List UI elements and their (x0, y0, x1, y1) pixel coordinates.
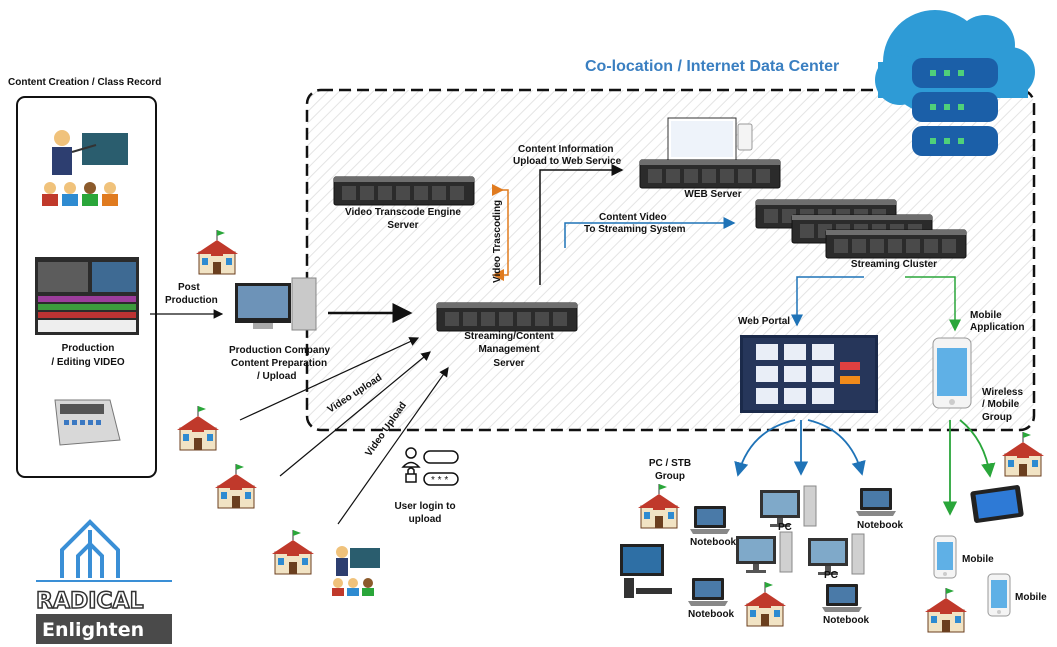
notebook-icon-3 (688, 578, 728, 606)
notebook-icon-2 (856, 488, 896, 516)
school-icon-pc-bottom (743, 581, 787, 627)
notebook-icon-1 (690, 506, 730, 534)
production-workstation-icon (235, 277, 317, 331)
management-server-icon (436, 302, 578, 332)
management-label-3: Server (493, 358, 524, 369)
pc-icon-3 (807, 533, 865, 576)
cluster-to-portal-arrow (791, 276, 864, 327)
mobile-group-arrow-right (959, 419, 996, 478)
content-info-1: Content Information (518, 144, 614, 155)
notebook-label-1: Notebook (690, 537, 737, 548)
notebook-icon-4 (822, 584, 862, 612)
teacher-icon-bottom (332, 546, 380, 596)
datacenter-title: Co-location / Internet Data Center (585, 58, 839, 75)
user-login-label-1: User login to (394, 501, 455, 512)
mobile-phone-icon-1 (933, 535, 957, 579)
web-server-icon (639, 117, 781, 189)
transcoding-arrow (492, 184, 509, 281)
notebook-label-4: Notebook (823, 615, 870, 626)
management-label-2: Management (478, 344, 540, 355)
notebook-label-3: Notebook (688, 609, 735, 620)
content-video-2: To Streaming System (584, 224, 686, 235)
pc-icon-1 (759, 485, 817, 528)
user-login-label-2: upload (409, 514, 442, 525)
content-creation-title: Content Creation / Class Record (8, 77, 161, 88)
pc-label-1: PC (778, 522, 792, 533)
school-icon-upload2 (214, 463, 258, 509)
logo-bottom-text: Enlighten (42, 619, 144, 641)
mobile-app-label-2: Application (970, 322, 1024, 333)
tablet-icon (970, 485, 1024, 523)
production-company-3: / Upload (257, 371, 296, 382)
pc-label-2: PC (824, 570, 838, 581)
cloud-database-icon (875, 10, 1035, 156)
editing-label: / Editing VIDEO (51, 357, 125, 368)
transcode-label-1: Video Transcode Engine (345, 207, 461, 218)
transcoding-label: Video Trascoding (492, 200, 503, 283)
web-portal-label: Web Portal (738, 316, 790, 327)
radical-enlighten-logo: RADICAL Enlighten (35, 519, 172, 644)
production-company-1: Production Company (229, 345, 331, 356)
school-icon-upload1 (176, 405, 220, 451)
web-portal-screen-icon (740, 335, 878, 413)
content-info-2: Upload to Web Service (513, 156, 622, 167)
stb-icon (620, 544, 672, 598)
user-login-icon: * * * (401, 447, 459, 486)
school-icon-post (195, 229, 239, 275)
school-icon-upload3 (271, 529, 315, 575)
portal-to-notebook-arrow (807, 419, 866, 476)
wireless-label-1: Wireless (982, 387, 1023, 398)
notebook-label-2: Notebook (857, 520, 904, 531)
teacher-class-icon (42, 130, 128, 206)
editing-software-icon (35, 257, 139, 335)
post-label-1: Post (178, 282, 200, 293)
video-mixer-icon (54, 399, 121, 446)
mobile-app-label-1: Mobile (970, 310, 1002, 321)
mobile-label-2: Mobile (1015, 592, 1047, 603)
school-icon-mobile-group (1001, 431, 1045, 477)
logo-top-text: RADICAL (36, 589, 144, 614)
production-company-2: Content Preparation (231, 358, 327, 369)
streaming-cluster-label: Streaming Cluster (851, 259, 937, 270)
content-info-arrow (539, 164, 624, 285)
video-upload-arrow-2 (279, 351, 431, 477)
content-creation-panel: Content Creation / Class Record Producti… (8, 77, 161, 478)
mobile-phone-icon-2 (987, 573, 1011, 617)
post-label-2: Production (165, 295, 218, 306)
mobile-label-1: Mobile (962, 554, 994, 565)
web-server-label: WEB Server (684, 189, 741, 200)
management-label-1: Streaming/Content (464, 331, 554, 342)
school-icon-mobile-bottom (924, 587, 968, 633)
production-label: Production (62, 343, 115, 354)
wireless-label-2: / Mobile (982, 399, 1020, 410)
mobile-app-phone-icon (932, 337, 972, 409)
transcode-label-2: Server (387, 220, 418, 231)
content-video-arrow (564, 217, 736, 248)
streaming-server-icon-3 (825, 229, 967, 259)
svg-text:* * *: * * * (431, 475, 448, 486)
pc-icon-2 (735, 531, 793, 574)
wireless-label-3: Group (982, 412, 1012, 423)
content-video-1: Content Video (599, 212, 667, 223)
pc-stb-label-1: PC / STB (649, 458, 691, 469)
portal-to-pc-group-arrow (734, 419, 796, 477)
video-upload-arrow-3 (337, 367, 449, 525)
video-upload-arrow-1 (239, 337, 420, 421)
school-icon-pc-group (637, 483, 681, 529)
transcode-server-icon (333, 176, 475, 206)
cluster-to-mobile-arrow (905, 276, 961, 332)
pc-stb-label-2: Group (655, 471, 685, 482)
